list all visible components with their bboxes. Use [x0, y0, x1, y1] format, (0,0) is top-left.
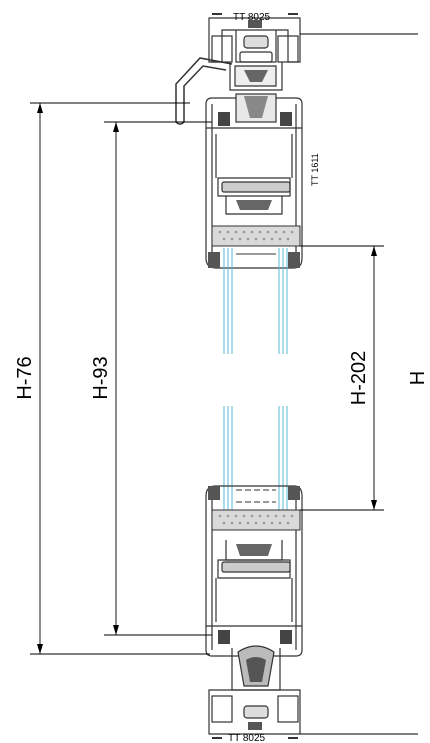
dimension-lines [30, 102, 418, 735]
dimension-inner-label: H-93 [90, 356, 112, 399]
glass-panes [223, 248, 288, 510]
dimension-glass-label: H-202 [348, 351, 370, 405]
bottom-profile-label: TT 8025 [228, 733, 265, 743]
side-profile-label: TT 1611 [310, 153, 320, 186]
top-profile-label: TT 8025 [233, 12, 270, 23]
top-frame-profile [208, 13, 418, 91]
lower-glazing-spacer [211, 509, 301, 531]
dimension-total-label: H [407, 371, 429, 385]
dimension-outer-label: H-76 [14, 356, 36, 399]
glass-spacer-bars [236, 253, 276, 503]
upper-glazing-spacer [208, 225, 301, 268]
bottom-connector-profile [231, 645, 281, 691]
upper-sash-profile [205, 93, 303, 269]
bottom-frame-profile [208, 689, 301, 739]
